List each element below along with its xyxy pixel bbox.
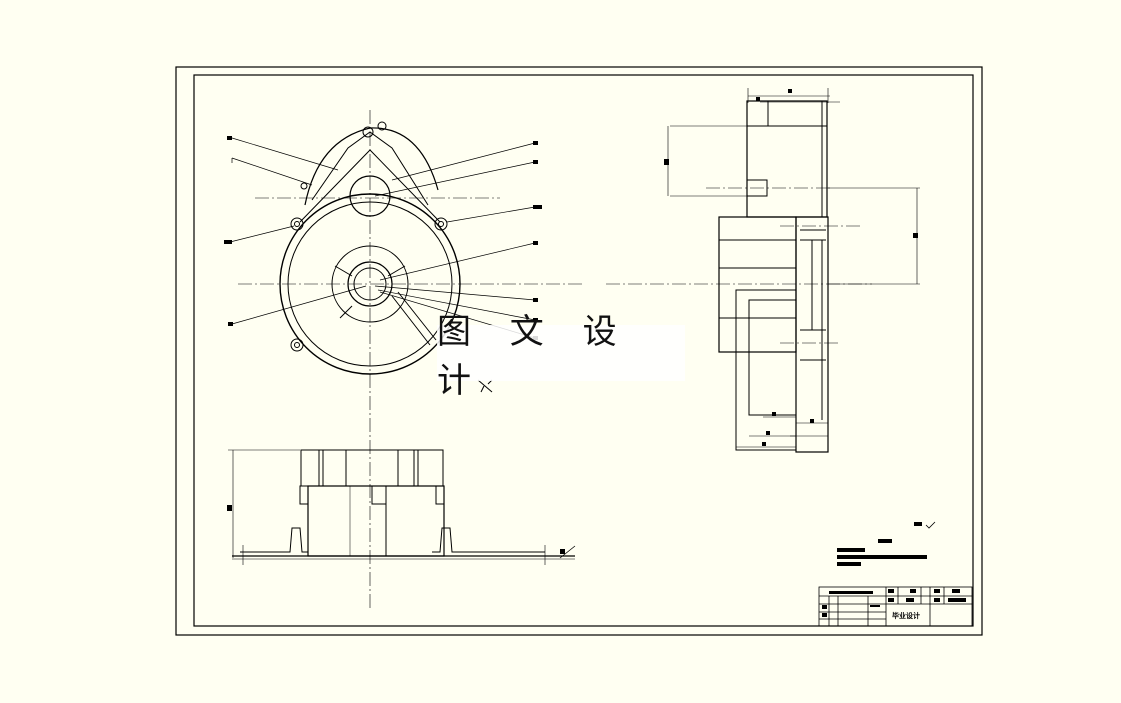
title-block <box>818 586 973 627</box>
roughness-symbol <box>925 521 936 529</box>
notes-block <box>837 522 927 566</box>
watermark: 图 文 设 计 <box>437 312 685 401</box>
sheet-border <box>175 66 983 636</box>
side-view-marks <box>664 89 918 446</box>
bottom-view-marks <box>227 505 565 554</box>
bottom-view <box>228 449 576 565</box>
front-view <box>229 110 585 610</box>
title-block-fills <box>822 589 966 617</box>
title-block-title: 毕业设计 <box>892 612 920 620</box>
side-view <box>606 88 920 453</box>
